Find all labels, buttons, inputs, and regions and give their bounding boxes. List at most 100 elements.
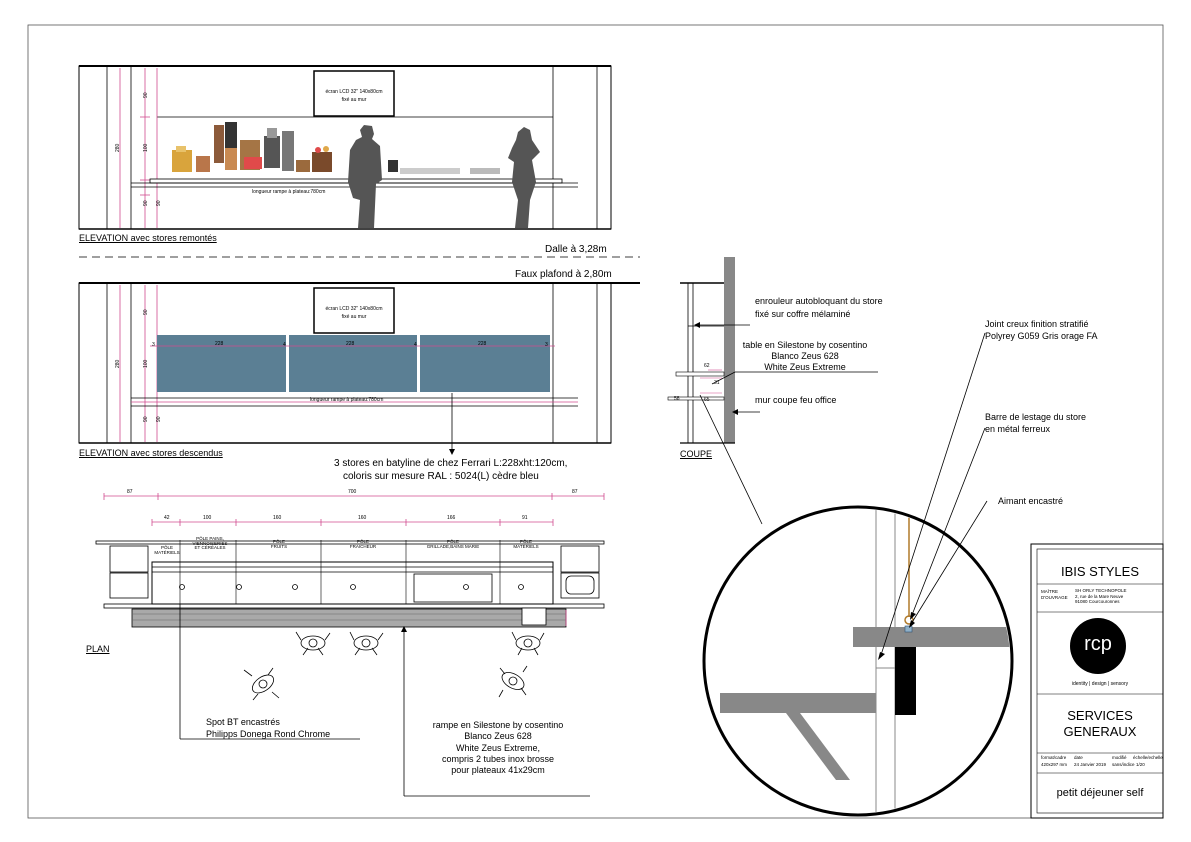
note-wall: mur coupe feu office [755,395,837,405]
dim-mid: 100 [143,143,149,152]
spot-lights [179,584,524,590]
screen-2-label-line-2: fixé au mur [341,314,367,320]
section-dim-31: 31 [714,380,720,386]
elevation-raised [78,65,612,230]
plan-dim-left: 87 [127,489,133,495]
plan-dim-right: 87 [572,489,578,495]
meta-header-modified: modifié [1112,755,1127,760]
meta-header-format: format/cadre [1041,755,1067,760]
slab-level-label: Dalle à 3,28m [545,244,607,255]
ramp-length-label: longueur rampe à plateau:780cm [252,189,326,195]
ramp-length-label-2: longueur rampe à plateau:780cm [310,397,384,403]
spot-note-line-1: Spot BT encastrés [206,717,280,727]
owner-label-2: D'OUVRAGE [1041,595,1068,600]
blinds-note-line-2: coloris sur mesure RAL : 5024(L) cèdre b… [343,471,539,482]
person-silhouette-woman [508,127,540,228]
drawing-name: petit déjeuner self [1056,787,1144,799]
dim-bottom-4: 90 [156,416,162,422]
gap-dim-4: 3 [545,342,548,348]
dim-total-2: 280 [115,359,121,368]
zone-dim-4: 160 [358,515,367,521]
note-bar-line-2: en métal ferreux [985,424,1051,434]
section-dim-58: 58 [674,396,680,402]
zone-dim-3: 160 [273,515,282,521]
section-dim-62: 62 [704,363,710,369]
dim-bottom-3: 90 [143,416,149,422]
meta-format: 420x297 mm [1041,762,1068,767]
note-bar-line-1: Barre de lestage du store [985,412,1087,422]
note-joint-line-1: Joint creux finition stratifié [985,319,1089,329]
tray-ramp [131,608,567,628]
zone-dim-2: 100 [203,515,212,521]
counter-plan [151,561,554,605]
section-view [667,257,878,525]
meta-header-date: date [1074,755,1083,760]
blind-width-3: 228 [478,341,487,347]
dim-bottom: 90 [143,200,149,206]
elevation-lowered [78,282,640,455]
zone-dim-1: 42 [164,515,170,521]
blind-width-2: 228 [346,341,355,347]
dim-top-2: 90 [143,309,149,315]
note-roller-line-1: enrouleur autobloquant du store [755,296,883,306]
gap-dim-3: 4 [414,342,417,348]
screen-label-line-2: fixé au mur [341,97,367,103]
detail-shelf [853,627,1010,647]
detail-bar [895,647,916,715]
spot-note-line-2: Philipps Donega Rond Chrome [206,729,331,739]
meta-header-scale: échelle/echelle [1133,755,1163,760]
plan-title: PLAN [86,644,110,654]
dim-bottom-2: 90 [156,200,162,206]
meta-date: 24 Janvier 2019 [1074,762,1107,767]
logo-text: rcp [1084,633,1112,655]
elevation-raised-title: ELEVATION avec stores remontés [79,233,217,243]
meta-modified: sans/indice [1112,762,1135,767]
lcd-screen-2 [313,287,395,334]
screen-label-line-1: écran LCD 32" 140x80cm [325,89,383,95]
meta-scale: 1/20 [1136,762,1145,767]
plan-view [95,493,605,797]
detail-table [720,693,876,713]
tagline: identity | design | sensory [1071,681,1129,687]
gap-dim-2: 4 [283,342,286,348]
blind-width-1: 228 [215,341,224,347]
blinds-note-line-1: 3 stores en batyline de chez Ferrari L:2… [334,458,568,469]
dim-top: 90 [143,92,149,98]
project-name: IBIS STYLES [1060,564,1140,579]
note-magnet: Aimant encastré [998,496,1064,506]
blind-3 [420,335,550,392]
title-block [1030,543,1164,819]
plan-dim-total: 700 [348,489,357,495]
sheet-border [27,24,1164,819]
zone-dim-6: 91 [522,515,528,521]
product-display [172,122,500,174]
owner-label-1: MAÎTRE [1041,589,1059,594]
zone-dim-5: 166 [447,515,456,521]
screen-2-label-line-1: écran LCD 32" 140x80cm [325,306,383,312]
note-roller-line-2: fixé sur coffre mélaminé [755,309,851,319]
note-joint-line-2: Polyrey G059 Gris orage FA [985,331,1098,341]
ceiling-level-label: Faux plafond à 2,80m [515,269,612,280]
blind-1 [157,335,286,392]
lcd-screen [313,70,395,117]
firewall [724,257,735,443]
detail-circle [702,332,1014,817]
blind-2 [289,335,417,392]
dim-mid-2: 100 [143,359,149,368]
person-silhouette-man [348,125,382,228]
section-title: COUPE [680,449,713,459]
section-dim-65: 65 [704,397,710,403]
rcp-logo [1070,618,1126,674]
gap-dim-1: 3 [152,342,155,348]
elevation-lowered-title: ELEVATION avec stores descendus [79,448,223,458]
